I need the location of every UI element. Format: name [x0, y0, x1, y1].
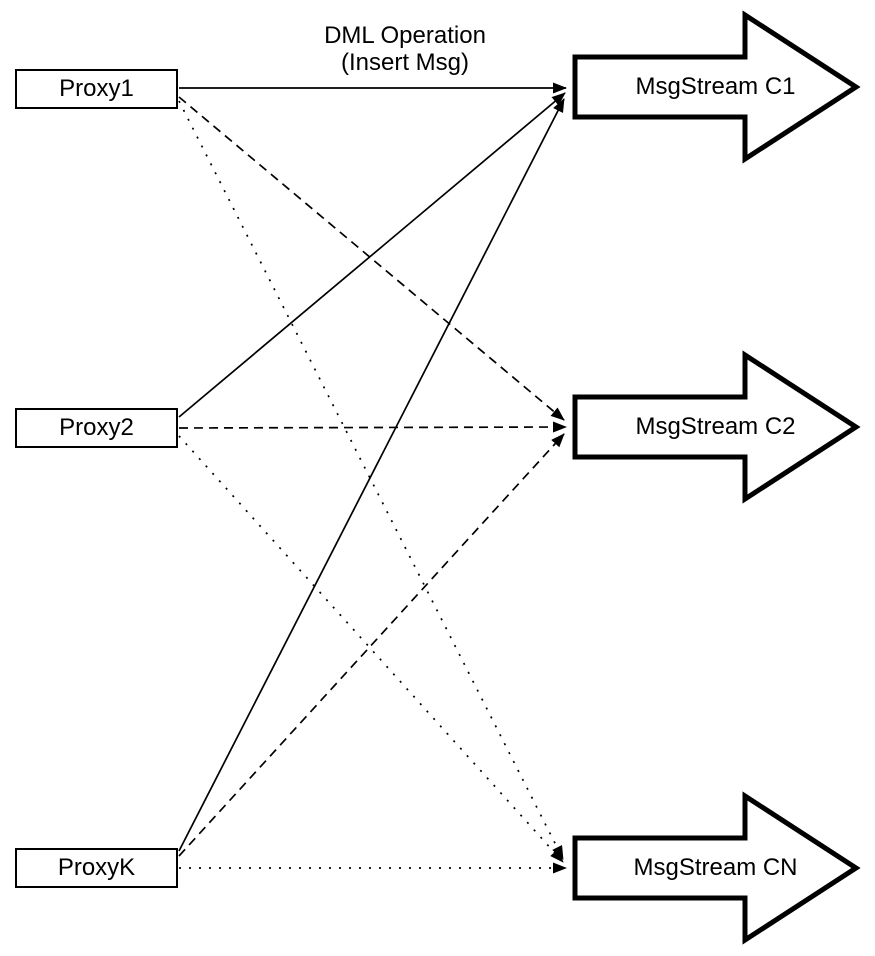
msgstream-c1-label: MsgStream C1	[635, 73, 796, 100]
msgstream-cn-arrow-shape	[572, 791, 861, 945]
flow-label: DML Operation (Insert Msg)	[255, 22, 555, 76]
connector-proxy2-cn-dotted	[178, 435, 564, 863]
proxyk-node: ProxyK	[15, 848, 178, 888]
proxy2-node: Proxy2	[15, 408, 178, 448]
connector-proxy1-c2-dashed	[178, 96, 565, 421]
connector-proxy1-cn-dotted	[178, 100, 564, 860]
connector-proxyk-c2-dashed	[178, 433, 565, 857]
proxy1-label: Proxy1	[59, 75, 134, 102]
flow-label-line1: DML Operation	[324, 22, 486, 49]
proxy2-label: Proxy2	[59, 414, 134, 441]
msgstream-c1-label-box: MsgStream C1	[575, 57, 856, 117]
proxy1-node: Proxy1	[15, 69, 178, 109]
msgstream-c2-label: MsgStream C2	[635, 413, 796, 440]
msgstream-cn-label-box: MsgStream CN	[575, 838, 856, 898]
msgstream-cn-label: MsgStream CN	[633, 854, 798, 881]
connector-proxyk-c1-solid	[178, 98, 565, 852]
connector-proxy2-c2-dashed	[178, 421, 567, 433]
msgstream-c1-arrow-shape	[572, 10, 861, 164]
proxyk-label: ProxyK	[57, 854, 136, 881]
connector-proxy2-c1-solid	[178, 92, 566, 418]
flow-label-line2: (Insert Msg)	[340, 49, 469, 76]
msgstream-c2-arrow-shape	[572, 350, 861, 504]
msgstream-c2-label-box: MsgStream C2	[575, 397, 856, 457]
